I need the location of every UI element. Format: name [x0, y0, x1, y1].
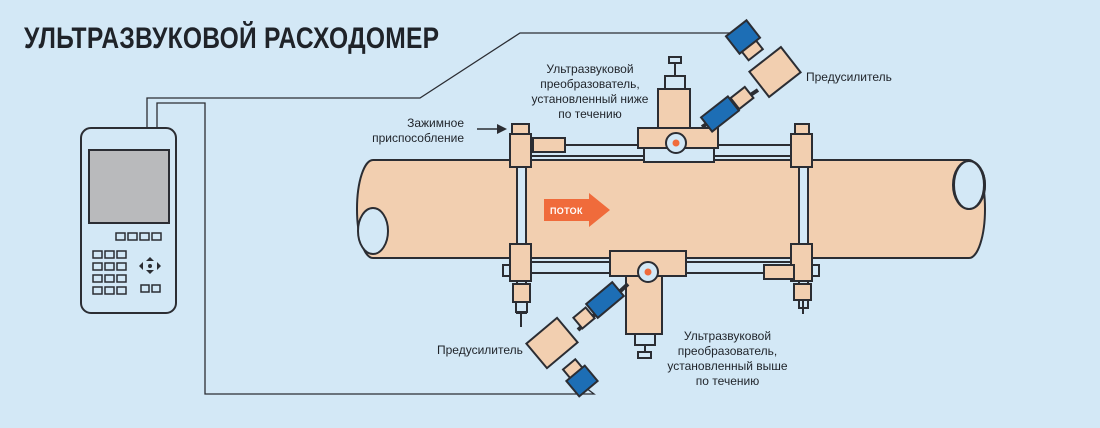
device-screen — [88, 149, 170, 224]
pipe-left-cut — [357, 207, 389, 255]
preamp-top — [699, 18, 803, 133]
pipe-body — [373, 160, 969, 258]
label-clamp: Зажимное приспособление — [372, 116, 464, 145]
dpad-arrows-icon — [139, 257, 161, 274]
pipe — [356, 159, 986, 259]
flow-arrow: ПОТОК — [544, 193, 610, 227]
transducer-downstream — [637, 56, 719, 163]
device-keypad — [92, 232, 162, 295]
cable-to-bottom-preamp — [156, 102, 596, 395]
label-transducer-downstream: Ультразвуковой преобразователь, установл… — [531, 62, 649, 121]
diagram-title: УЛЬТРАЗВУКОВОЙ РАСХОДОМЕР — [24, 22, 440, 55]
preamp-bottom — [524, 280, 630, 398]
flow-label: ПОТОК — [550, 206, 583, 216]
flowmeter-device — [80, 127, 177, 314]
label-transducer-upstream: Ультразвуковой преобразователь, установл… — [667, 329, 788, 388]
signal-cables — [146, 32, 742, 395]
cable-to-top-preamp — [146, 32, 742, 128]
clamp-pointer-arrow — [477, 124, 507, 134]
label-preamp-top: Предусилитель — [806, 70, 892, 84]
transducer-upstream — [609, 250, 687, 359]
label-preamp-bottom: Предусилитель — [437, 343, 523, 357]
